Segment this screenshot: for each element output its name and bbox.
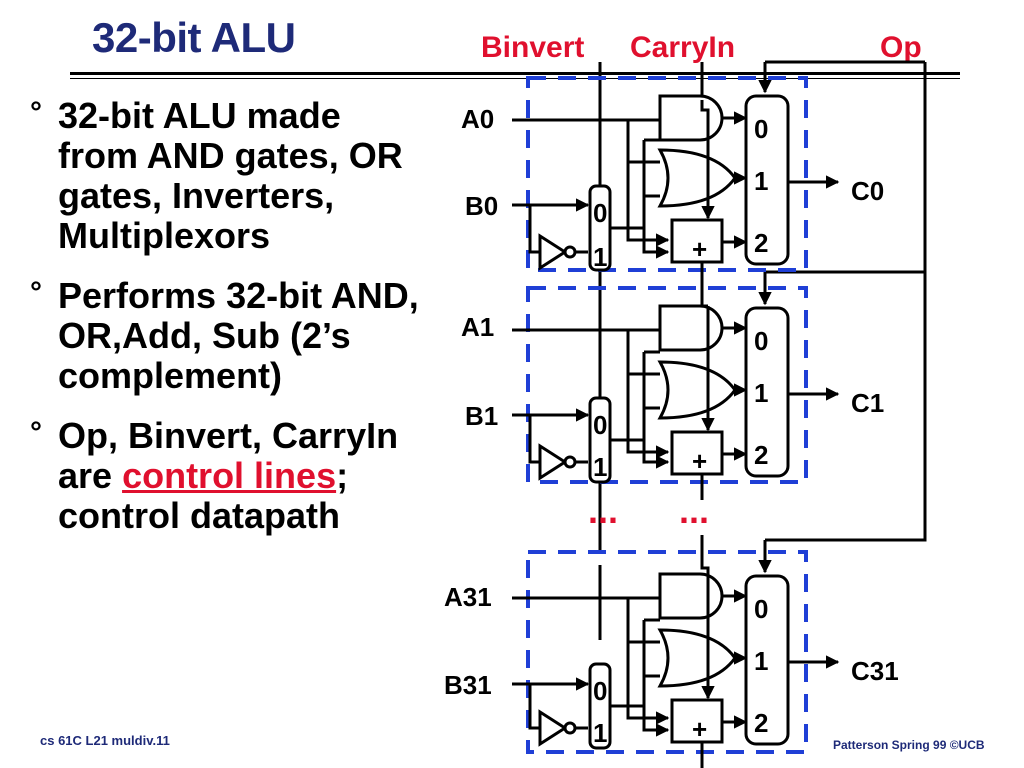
bullet-text: Performs 32-bit AND, OR,Add, Sub (2’s co… — [58, 275, 419, 396]
bullet-text-post: ; control datapath — [58, 455, 349, 536]
title-rule-thick — [70, 72, 960, 75]
inverter-0-icon — [538, 233, 568, 271]
adder-31-symbol: + — [692, 714, 707, 744]
b31-wire — [512, 682, 540, 730]
slice-0-box — [526, 76, 808, 272]
op-mux0-in-2: 2 — [754, 228, 768, 258]
op-mux1-in-0: 0 — [754, 326, 768, 356]
adder-0-symbol: + — [692, 234, 707, 264]
and-gate-0-icon — [658, 94, 724, 142]
mux31-in-1: 1 — [593, 718, 607, 748]
output-c31-label: C31 — [851, 656, 899, 686]
op-mux-31 — [744, 574, 790, 746]
b0-wire — [512, 203, 540, 254]
title-rule-thin — [70, 78, 960, 79]
mux31-in-0: 0 — [593, 676, 607, 706]
output-c1-label: C1 — [851, 388, 884, 418]
alu-slice-0: A0 B0 C0 0 1 + 0 1 2 — [461, 62, 884, 308]
bmux1-to-gates — [642, 352, 670, 469]
b1-wire — [512, 413, 540, 464]
bmux31-to-gates — [642, 620, 670, 737]
or-gate-31-icon — [657, 628, 737, 688]
ellipsis-binvert: ... — [588, 490, 618, 531]
slice-1-box — [526, 286, 808, 484]
bmux0-to-gates — [642, 140, 670, 259]
adder-1-symbol: + — [692, 446, 707, 476]
inverter-31-bubble — [563, 721, 577, 735]
inverter-31-icon — [538, 709, 568, 747]
bullet-list: ° 32-bit ALU made from AND gates, OR gat… — [28, 96, 428, 556]
mux1-in-0: 0 — [593, 410, 607, 440]
inverter-1-bubble — [563, 455, 577, 469]
op-mux0-in-1: 1 — [754, 166, 768, 196]
carryin-label: CarryIn — [630, 31, 735, 64]
a31-wire — [512, 596, 670, 725]
or-gate-1-icon — [657, 360, 737, 420]
bmux31-out — [610, 674, 660, 708]
bullet-item-alu-made-from: ° 32-bit ALU made from AND gates, OR gat… — [28, 96, 428, 256]
input-b31-label: B31 — [444, 670, 492, 700]
a0-wire — [512, 118, 670, 247]
bullet-item-control-lines: ° Op, Binvert, CarryIn are control lines… — [28, 416, 428, 536]
op-mux1-in-1: 1 — [754, 378, 768, 408]
op-mux31-in-2: 2 — [754, 708, 768, 738]
mux1-in-1: 1 — [593, 452, 607, 482]
slice-31-box — [526, 550, 808, 754]
op-mux0-in-0: 0 — [754, 114, 768, 144]
bmux0-out — [610, 194, 660, 230]
input-b0-label: B0 — [465, 191, 498, 221]
adder-0 — [670, 218, 724, 264]
footer-course: cs 61C L21 muldiv.11 — [40, 733, 170, 748]
binvert-label: Binvert — [481, 31, 584, 64]
op-mux-0 — [744, 94, 790, 266]
input-a31-label: A31 — [444, 582, 492, 612]
op-bus — [765, 62, 927, 542]
mux0-in-1: 1 — [593, 242, 607, 272]
alu-slice-1: A1 B1 C1 0 1 + 0 1 2 — [461, 272, 884, 500]
carry-in-0 — [700, 100, 715, 220]
mux0-in-0: 0 — [593, 198, 607, 228]
bullet-mark: ° — [30, 416, 42, 449]
bmux1-out — [610, 406, 660, 442]
a1-wire — [512, 328, 670, 459]
inverter-0-bubble — [563, 245, 577, 259]
control-lines-highlight: control lines — [122, 455, 337, 496]
and-gate-31-icon — [658, 572, 724, 620]
op-mux31-in-0: 0 — [754, 594, 768, 624]
bullet-text-pre: Op, Binvert, CarryIn are — [58, 415, 399, 496]
and-gate-1-icon — [658, 304, 724, 352]
input-a0-label: A0 — [461, 104, 494, 134]
footer-copyright: Patterson Spring 99 ©UCB — [833, 738, 985, 752]
input-a1-label: A1 — [461, 312, 494, 342]
carry-in-31 — [700, 535, 715, 700]
bullet-mark: ° — [30, 96, 42, 129]
output-c0-label: C0 — [851, 176, 884, 206]
slide-title: 32-bit ALU — [92, 14, 296, 61]
op-mux-1 — [744, 306, 790, 478]
op-mux1-in-2: 2 — [754, 440, 768, 470]
op-label: Op — [880, 31, 922, 64]
ellipsis-carry: ... — [679, 490, 709, 531]
inverter-1-icon — [538, 443, 568, 481]
or-gate-0-icon — [657, 148, 737, 208]
input-b1-label: B1 — [465, 401, 498, 431]
alu-slice-31: A31 B31 C31 0 1 + 0 1 2 — [444, 535, 899, 768]
bullet-item-performs: ° Performs 32-bit AND, OR,Add, Sub (2’s … — [28, 276, 428, 396]
op-mux31-in-1: 1 — [754, 646, 768, 676]
bullet-mark: ° — [30, 276, 42, 309]
bullet-text: 32-bit ALU made from AND gates, OR gates… — [58, 95, 403, 256]
